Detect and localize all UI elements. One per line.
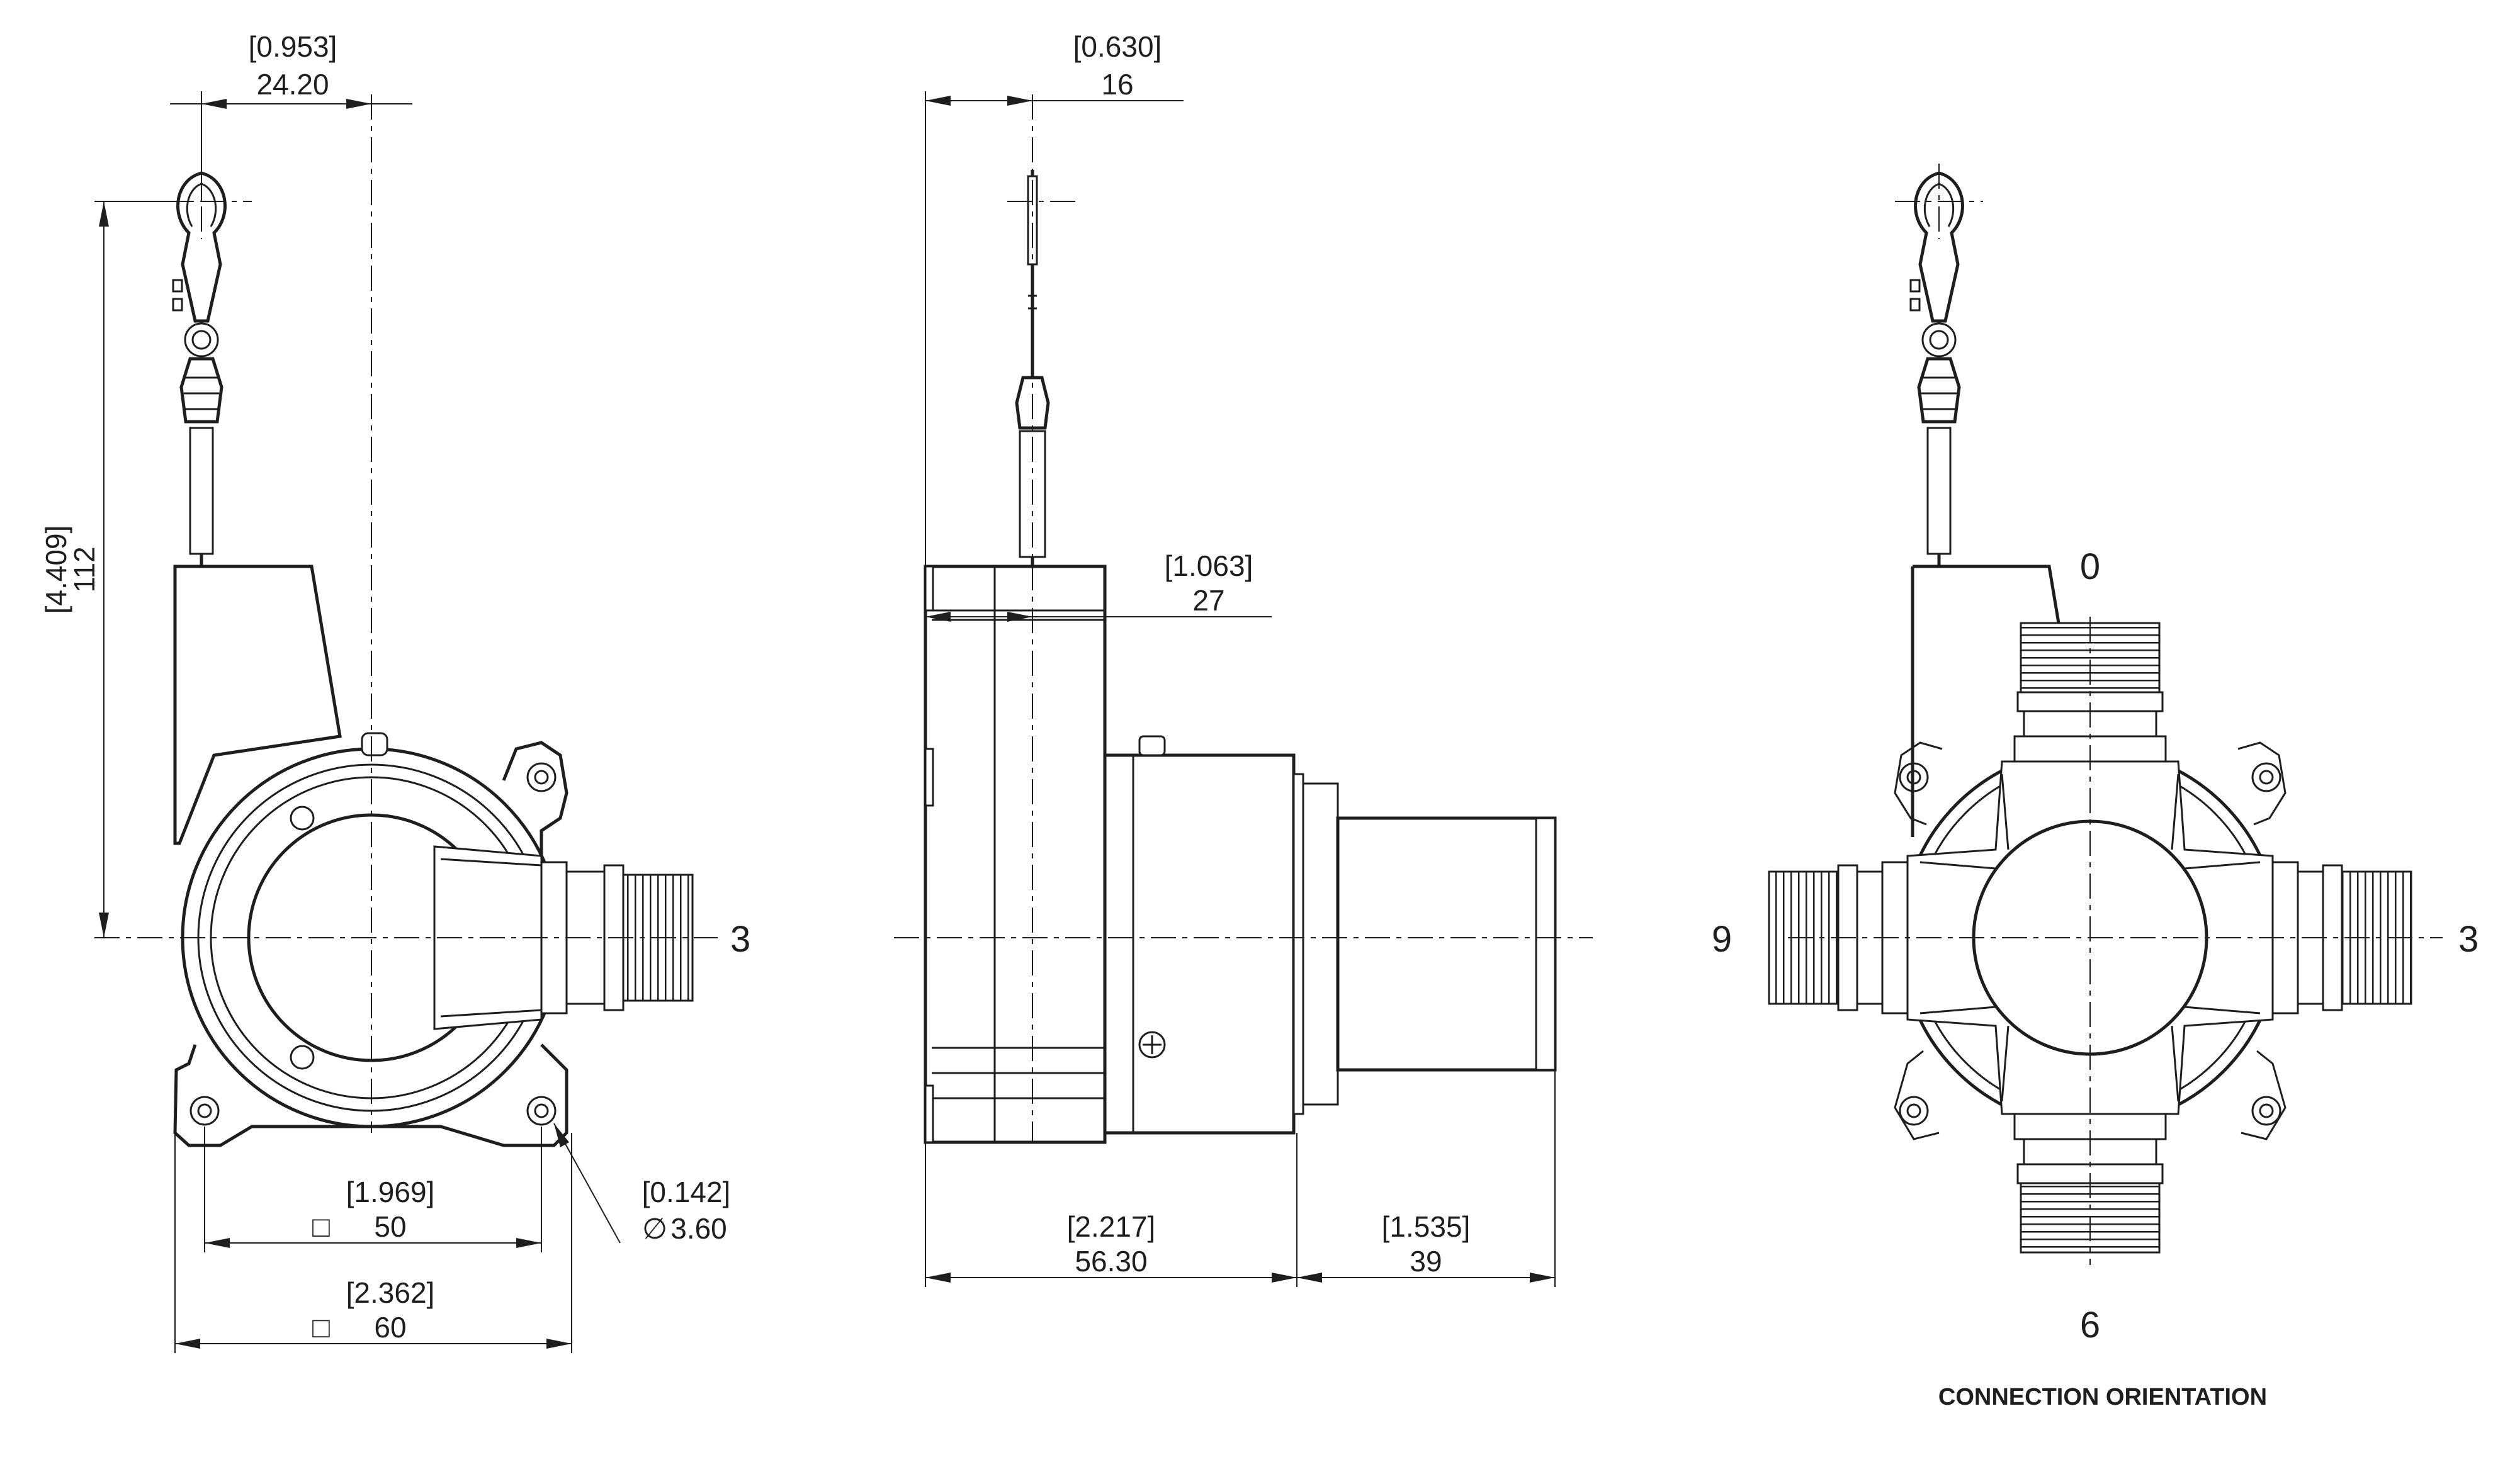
svg-text:□: □ xyxy=(312,1210,330,1243)
dim-connector-length: [1.535] 39 xyxy=(1297,1070,1556,1287)
front-view: 3 [0.953] 24.20 [4.409] 112 [1.969] xyxy=(40,30,750,1353)
svg-text:[1.535]: [1.535] xyxy=(1382,1210,1471,1243)
svg-text:39: 39 xyxy=(1410,1245,1442,1278)
dim-hole-diameter: [0.142] ∅ 3.60 xyxy=(553,1123,731,1245)
svg-text:[0.630]: [0.630] xyxy=(1073,30,1162,63)
svg-text:16: 16 xyxy=(1101,68,1133,101)
svg-text:24.20: 24.20 xyxy=(256,68,329,101)
orientation-caption: CONNECTION ORIENTATION xyxy=(1938,1384,2267,1410)
svg-text:[2.217]: [2.217] xyxy=(1067,1210,1156,1243)
svg-text:3.60: 3.60 xyxy=(670,1212,727,1245)
side-housing xyxy=(924,565,1557,1144)
svg-text:50: 50 xyxy=(374,1210,406,1243)
dim-side-depth: [2.217] 56.30 xyxy=(925,1133,1297,1287)
svg-text:□: □ xyxy=(312,1311,330,1344)
dim-mount-spacing: [1.969] □ 50 xyxy=(204,1127,542,1252)
orientation-view: 0 3 6 9 CONNECTION ORIENTATION xyxy=(1712,164,2479,1410)
orientation-label-9: 9 xyxy=(1712,919,1732,960)
svg-text:60: 60 xyxy=(374,1311,406,1344)
orientation-label-3: 3 xyxy=(2458,919,2479,960)
dim-side-body: [1.063] 27 xyxy=(925,549,1272,622)
svg-text:[0.953]: [0.953] xyxy=(249,30,337,63)
dim-side-cable: [0.630] 16 xyxy=(925,30,1184,566)
front-orientation-3: 3 xyxy=(730,919,750,960)
orientation-cable-eyelet xyxy=(1909,171,1964,566)
side-view: [0.630] 16 [1.063] 27 [2.217] 56.30 [1.5… xyxy=(894,30,1593,1287)
svg-text:[1.969]: [1.969] xyxy=(346,1176,435,1208)
svg-text:56.30: 56.30 xyxy=(1075,1245,1147,1278)
dim-overall-width: [2.362] □ 60 xyxy=(174,1133,572,1353)
svg-text:[1.063]: [1.063] xyxy=(1165,549,1253,582)
svg-text:27: 27 xyxy=(1192,584,1224,617)
orientation-label-6: 6 xyxy=(2080,1305,2100,1346)
dim-top-width: [0.953] 24.20 xyxy=(170,30,412,201)
orientation-label-0: 0 xyxy=(2080,546,2100,587)
front-cable-eyelet xyxy=(172,171,227,566)
dim-height: [4.409] 112 xyxy=(40,201,189,938)
svg-text:112: 112 xyxy=(68,546,101,592)
svg-text:[4.409]: [4.409] xyxy=(40,526,72,614)
svg-text:[0.142]: [0.142] xyxy=(642,1176,731,1208)
svg-text:∅: ∅ xyxy=(642,1212,667,1245)
svg-text:[2.362]: [2.362] xyxy=(346,1276,435,1309)
